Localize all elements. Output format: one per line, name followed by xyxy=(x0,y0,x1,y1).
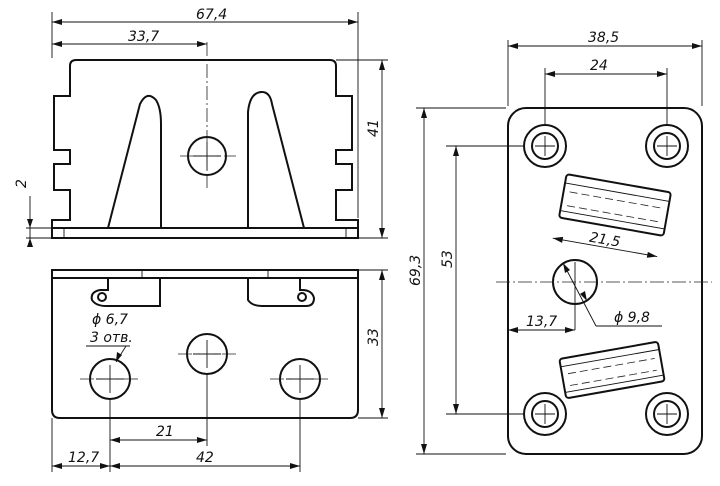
arrow xyxy=(197,41,207,47)
dim-hole-offset: 33,7 xyxy=(128,29,159,45)
arrow xyxy=(657,71,667,77)
side-hole-bottom-right xyxy=(645,392,689,436)
arrow xyxy=(565,327,575,333)
dim-hole-spacing-center: 21 xyxy=(156,424,174,440)
bottom-view xyxy=(51,269,359,419)
arrow xyxy=(692,43,702,49)
arrow xyxy=(421,444,427,454)
side-hole-top-right xyxy=(645,124,689,168)
arrow xyxy=(52,19,62,25)
dim-slot-group: 21,5 xyxy=(552,230,658,258)
arrow xyxy=(563,263,570,273)
side-hole-top-left xyxy=(523,124,567,168)
arrow xyxy=(379,270,385,280)
dim-hole-edge-offset: 12,7 xyxy=(68,450,99,466)
dim-side-hole-height: 53 xyxy=(440,250,456,268)
leader-line xyxy=(562,262,597,327)
arrow xyxy=(110,463,120,469)
dim-width-overall: 67,4 xyxy=(196,7,227,23)
dim-center-hole-diameter: ϕ 9,8 xyxy=(614,310,650,326)
side-hole-bottom-left xyxy=(523,392,567,436)
dim-base-thickness: 2 xyxy=(14,179,30,188)
arrow xyxy=(52,41,62,47)
dim-side-height: 69,3 xyxy=(408,255,424,286)
bottom-knuckle-left xyxy=(90,278,161,307)
bottom-dimensions: 33 ϕ 6,7 3 отв. 21 12,7 42 xyxy=(51,269,388,472)
arrow xyxy=(379,228,385,238)
arrow xyxy=(552,236,564,243)
front-view xyxy=(51,42,359,239)
side-dimensions: 38,5 24 69,3 53 21,5 13,7 xyxy=(408,30,703,455)
arrow xyxy=(646,251,658,258)
arrow xyxy=(27,219,33,228)
arrow xyxy=(27,238,33,247)
arrow xyxy=(453,146,459,156)
dim-line-21-5 xyxy=(552,237,658,257)
arrow xyxy=(348,19,358,25)
arrow xyxy=(290,463,300,469)
side-pin-upper xyxy=(558,173,672,237)
dim-hole-spacing-outer: 42 xyxy=(196,450,214,466)
arrow xyxy=(379,60,385,70)
dim-center-offset: 13,7 xyxy=(526,314,557,330)
arrow xyxy=(52,463,62,469)
side-pin-lower xyxy=(558,341,666,399)
arrow xyxy=(100,463,110,469)
arrow xyxy=(110,437,120,443)
side-view-outline xyxy=(507,107,703,455)
bottom-view-outline xyxy=(51,269,359,419)
dim-slot-length: 21,5 xyxy=(588,230,622,251)
dim-height-overall: 41 xyxy=(366,119,382,137)
dim-hole-count: 3 отв. xyxy=(90,330,133,346)
front-view-outline xyxy=(51,59,359,239)
arrow xyxy=(197,437,207,443)
dim-hole-diameter: ϕ 6,7 xyxy=(92,312,128,328)
arrow xyxy=(379,408,385,418)
side-view xyxy=(496,107,712,455)
bottom-knuckle-right xyxy=(247,278,316,307)
arrow xyxy=(453,404,459,414)
arrow xyxy=(421,108,427,118)
arrow xyxy=(508,43,518,49)
arrow xyxy=(545,71,555,77)
arrow xyxy=(580,291,587,301)
front-rib-right xyxy=(247,90,305,229)
dim-depth: 33 xyxy=(366,328,382,346)
front-rib-left xyxy=(107,94,162,229)
front-dimensions: 67,4 33,7 41 2 xyxy=(14,7,388,247)
arrow xyxy=(508,327,518,333)
dim-side-hole-spacing: 24 xyxy=(590,58,608,74)
knuckle-pin-right xyxy=(297,292,307,302)
dim-side-width: 38,5 xyxy=(588,30,619,46)
arrow xyxy=(116,352,122,362)
knuckle-pin-left xyxy=(97,292,107,302)
